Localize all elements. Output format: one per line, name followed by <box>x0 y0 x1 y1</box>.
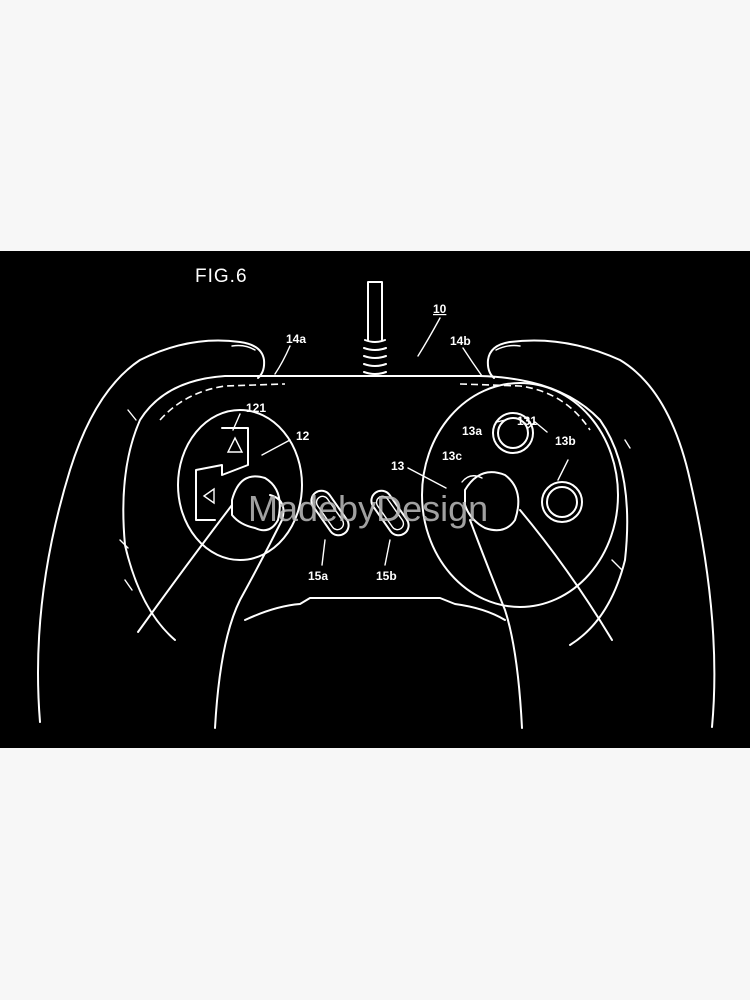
leader-lines <box>232 317 569 566</box>
hands <box>37 339 716 729</box>
patent-drawing-panel <box>0 251 750 748</box>
label-button-c: 13c <box>442 449 462 463</box>
label-button-group: 13 <box>391 459 405 473</box>
watermark: MadebyDesign <box>248 488 488 529</box>
label-dpad: 12 <box>296 429 310 443</box>
label-select-button: 15a <box>308 569 328 583</box>
label-start-button: 15b <box>376 569 397 583</box>
label-dpad-key: 121 <box>246 401 266 415</box>
cable <box>363 281 387 375</box>
label-controller: 10 <box>433 302 447 316</box>
controller-body <box>122 375 629 646</box>
label-button-a: 13a <box>462 424 482 438</box>
label-button-b: 13b <box>555 434 576 448</box>
label-button-pair: 131 <box>517 414 537 428</box>
figure-title: FIG.6 <box>195 266 248 287</box>
label-shoulder-right: 14b <box>450 334 471 348</box>
label-shoulder-left: 14a <box>286 332 306 346</box>
